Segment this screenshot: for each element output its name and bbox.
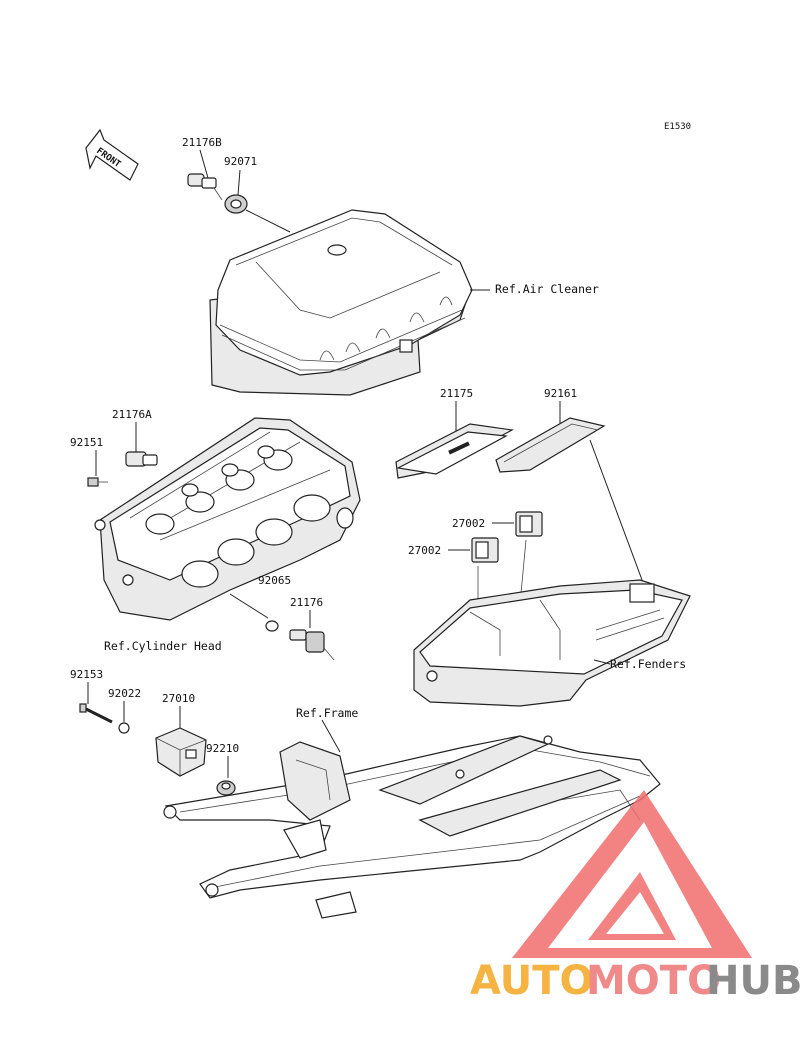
diagram-code: E1530 [664, 122, 691, 132]
cylinder-head [94, 417, 361, 621]
bolt-92153 [79, 703, 113, 724]
bolt-92151 [87, 477, 108, 487]
washer-92065 [265, 620, 279, 632]
ref-fenders: Ref.Fenders [610, 657, 686, 671]
fender-tray [413, 579, 691, 707]
watermark-logo-icon [512, 790, 752, 958]
ref-air-cleaner: Ref.Air Cleaner [495, 282, 599, 296]
part-label-27002-a: 27002 [452, 517, 485, 530]
part-label-92161: 92161 [544, 387, 577, 400]
part-label-21176B: 21176B [182, 136, 222, 149]
part-label-21176A: 21176A [112, 408, 152, 421]
relay-27010 [155, 727, 207, 777]
sensor-21176 [289, 629, 335, 661]
ref-frame: Ref.Frame [296, 706, 358, 720]
watermark-word-hub: HUB [706, 958, 800, 1004]
relay-27002-b [471, 537, 499, 563]
part-label-92071: 92071 [224, 155, 257, 168]
watermark-word-moto: MOTO [586, 958, 721, 1004]
front-arrow-icon: FRONT [85, 128, 139, 181]
subframe [163, 735, 661, 919]
grommet-92071 [224, 194, 248, 214]
sensor-21176A [125, 451, 158, 467]
relay-27002-a [515, 511, 543, 537]
air-cleaner-housing [209, 209, 473, 396]
ecu-21175 [395, 423, 514, 479]
part-label-21175: 21175 [440, 387, 473, 400]
damper-92210 [216, 780, 236, 796]
part-label-27002-b: 27002 [408, 544, 441, 557]
sensor-21176B [187, 173, 223, 201]
part-label-92151: 92151 [70, 436, 103, 449]
ref-cylinder-head: Ref.Cylinder Head [104, 639, 222, 653]
washer-92022 [118, 722, 130, 734]
part-label-92065: 92065 [258, 574, 291, 587]
part-label-92022: 92022 [108, 687, 141, 700]
watermark-word-auto: AUTO [470, 958, 594, 1004]
watermark-text: AUTO MOTO HUB [470, 958, 800, 1004]
cover-92161 [495, 417, 606, 473]
part-label-27010: 27010 [162, 692, 195, 705]
part-label-92210: 92210 [206, 742, 239, 755]
part-label-21176: 21176 [290, 596, 323, 609]
part-label-92153: 92153 [70, 668, 103, 681]
